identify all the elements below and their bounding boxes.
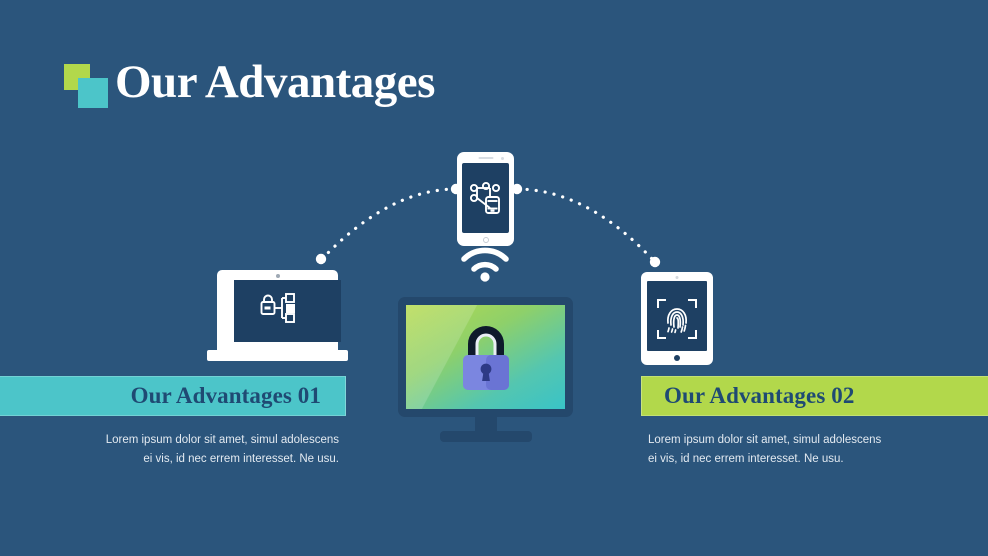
card-banner-02[interactable]: Our Advantages 02 — [641, 376, 988, 416]
fingerprint-scan-icon — [657, 298, 697, 339]
device-monitor — [398, 297, 573, 442]
logo-square-teal-icon — [78, 78, 108, 108]
card-body-02: Lorem ipsum dolor sit amet, simul adoles… — [648, 434, 882, 465]
smartphone-camera-icon — [501, 156, 504, 160]
device-tablet — [641, 272, 713, 365]
lock-network-icon — [260, 292, 295, 323]
network-nodes-icon — [469, 181, 500, 214]
monitor-foot — [439, 431, 532, 442]
card-banner-01[interactable]: Our Advantages 01 — [0, 376, 346, 416]
logo-mark — [64, 64, 108, 108]
laptop-lid — [217, 270, 341, 350]
smartphone-home-button — [482, 237, 489, 243]
page-title: Our Advantages — [115, 56, 435, 108]
laptop-base — [207, 350, 348, 361]
card-banner-01-label: Our Advantages 01 — [130, 383, 321, 408]
card-body-01: Lorem ipsum dolor sit amet, simul adoles… — [105, 434, 339, 465]
tablet-camera-icon — [675, 276, 679, 279]
padlock-icon — [462, 326, 509, 391]
wifi-signal-icon — [461, 247, 509, 282]
smartphone-speaker — [478, 157, 493, 159]
laptop-camera-icon — [275, 274, 280, 278]
tablet-home-button — [674, 355, 680, 361]
tablet-screen — [647, 281, 707, 351]
device-laptop — [207, 270, 348, 363]
monitor-frame — [398, 297, 573, 417]
card-banner-02-label: Our Advantages 02 — [664, 383, 855, 408]
device-smartphone — [457, 152, 514, 246]
